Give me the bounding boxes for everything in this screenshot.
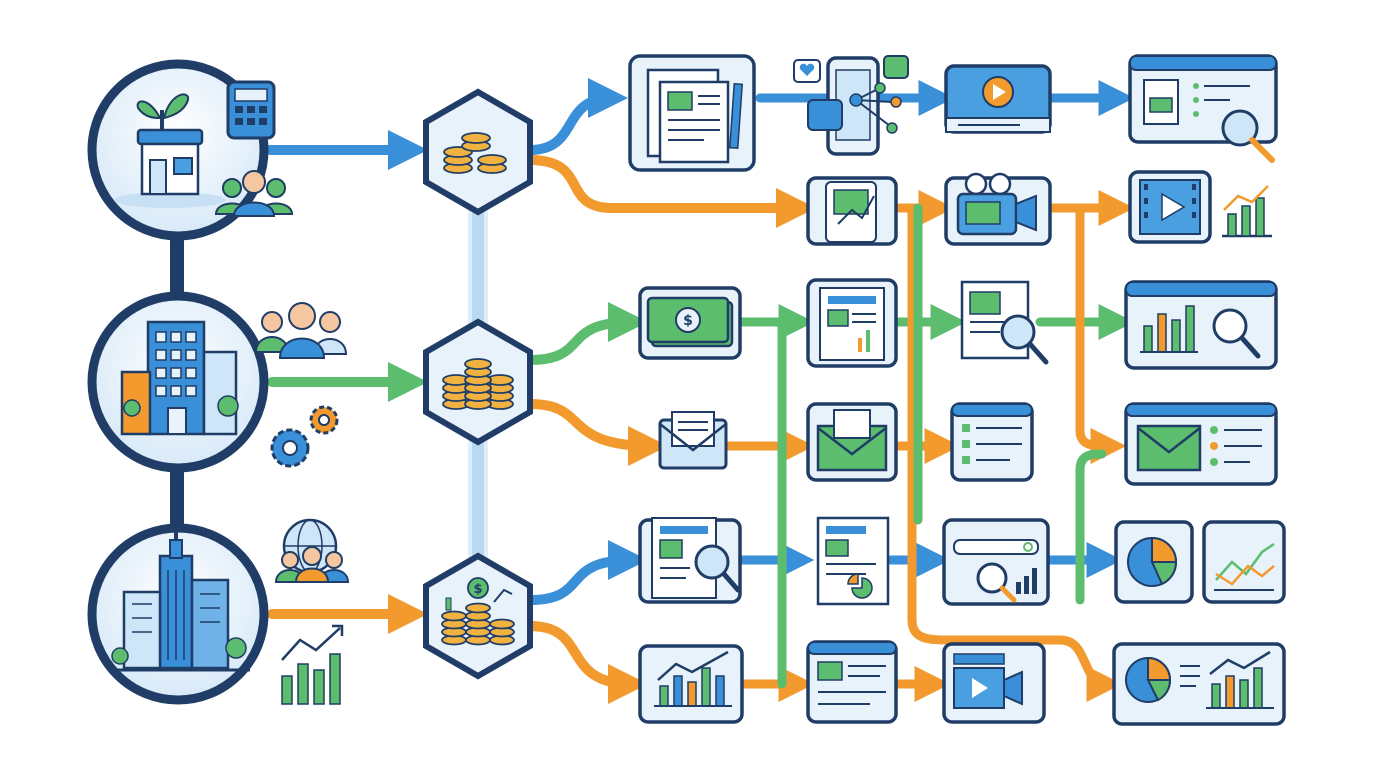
- document-pen-icon: [628, 54, 756, 172]
- report-pie-icon: [816, 516, 890, 606]
- cash-icon: $: [638, 286, 742, 360]
- global-team-icon: [274, 518, 350, 583]
- tier-corporate: [87, 291, 348, 473]
- coin-stack-small-icon: [443, 132, 507, 174]
- people-group-icon: [214, 170, 294, 217]
- arrow-green-hub2-cash: [525, 302, 648, 365]
- arrow-orange-hub2-email: [525, 399, 668, 466]
- coin-stack-medium-icon: [442, 358, 514, 410]
- email-envelope-icon: [806, 402, 898, 482]
- tier-enterprise: [87, 518, 350, 705]
- web-page-icon: [806, 640, 898, 724]
- arrow-blue-hub3-news: [525, 540, 648, 605]
- video-player-icon: [944, 64, 1052, 134]
- trend-chart-icon: [1222, 185, 1272, 238]
- hub-3: $: [423, 552, 533, 680]
- document-search-icon: [960, 280, 1049, 365]
- hub-2: [423, 318, 533, 446]
- office-building-icon: [120, 320, 239, 436]
- pie-chart-icon: [1114, 520, 1194, 604]
- hub-1: [423, 88, 533, 216]
- calculator-icon: [226, 80, 276, 140]
- line-chart-icon: [1202, 520, 1286, 604]
- skyscraper-city-icon: [110, 526, 250, 672]
- business-team-icon: [254, 302, 348, 359]
- svg-text:$: $: [473, 582, 482, 597]
- bar-chart-search-icon: [1124, 280, 1278, 370]
- coin-stack-growth-icon: $: [441, 577, 515, 646]
- channel-cards: $: [628, 54, 1286, 726]
- video-camera-icon: [944, 172, 1052, 246]
- arrow-blue-hub1-doc: [525, 78, 628, 155]
- search-analytics-icon: [942, 518, 1050, 606]
- report-document-icon: [806, 278, 898, 368]
- arrow-orange-hub1-mobile: [525, 155, 816, 228]
- flow-paths: [262, 78, 1135, 704]
- email-dashboard-icon: [1124, 402, 1278, 486]
- video-film-icon: [1128, 170, 1212, 244]
- mobile-chart-icon: [806, 176, 898, 246]
- email-icon: [658, 411, 728, 470]
- tier-small-business: [87, 59, 294, 241]
- social-phone-icon: [793, 55, 909, 156]
- growth-chart-icon: [281, 624, 344, 705]
- web-list-icon: [950, 402, 1034, 482]
- analytics-dashboard-icon: [1112, 642, 1286, 726]
- storefront-icon: [114, 93, 226, 208]
- svg-text:$: $: [683, 313, 693, 329]
- video-tabs-icon: [942, 642, 1046, 724]
- arrow-orange-hub3-chart: [525, 621, 648, 704]
- news-search-icon: [638, 517, 742, 604]
- web-dashboard-search-icon: [1128, 54, 1278, 163]
- gears-icon: [270, 405, 339, 468]
- growth-chart-card-icon: [638, 644, 744, 724]
